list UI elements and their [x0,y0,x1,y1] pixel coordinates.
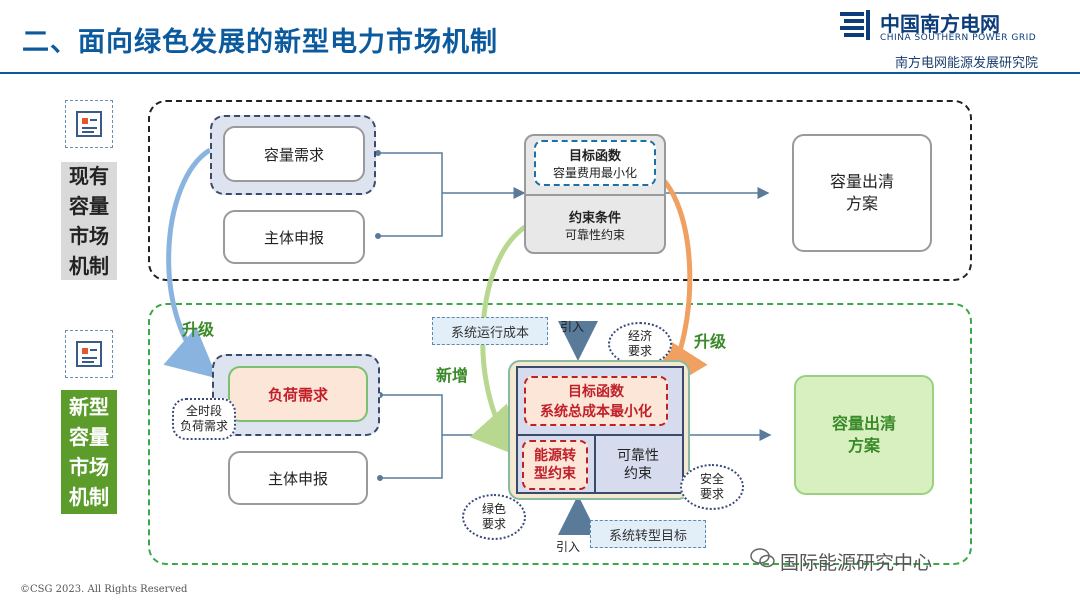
upgrade-label-left: 升级 [182,320,215,339]
new-mechanism-label: 新型 容量 市场 机制 [61,390,117,514]
added-label: 新增 [436,366,469,385]
new-objective-body: 系统总成本最小化 [540,404,652,420]
model-divider [524,194,666,196]
clearing-result-box: 容量出清 方案 [792,134,932,252]
logo-name-en: CHINA SOUTHERN POWER GRID [880,33,1037,43]
institute-name: 南方电网能源发展研究院 [895,56,1039,71]
objective-body: 容量费用最小化 [552,166,637,180]
clearing-result-text: 容量出清 方案 [829,172,894,213]
constraint-title: 约束条件 [568,211,621,226]
csg-logo-icon [840,10,870,40]
new-clearing-result-box: 容量出清 方案 [794,375,934,495]
entity-declaration-box-new: 主体申报 [228,451,368,505]
system-operation-cost-tag: 系统运行成本 [432,317,548,345]
entity-declaration-text-new: 主体申报 [267,469,328,488]
objective-title: 目标函数 [568,149,621,164]
load-demand-text: 负荷需求 [267,385,328,404]
new-model-divider [516,434,684,436]
existing-mechanism-frame [148,100,972,281]
page-title: 二、面向绿色发展的新型电力市场机制 [22,27,498,58]
safety-requirement-callout: 安全 要求 [680,464,744,510]
load-demand-box: 负荷需求 [228,366,368,422]
wechat-icon [750,548,775,568]
constraint-box: 约束条件 可靠性约束 [524,200,666,250]
energy-transition-constraint: 能源转 型约束 [522,440,588,490]
new-objective-title: 目标函数 [568,384,624,400]
logo-name-cn: 中国南方电网 [880,12,1000,36]
entity-declaration-box: 主体申报 [223,210,365,264]
new-objective-box: 目标函数 系统总成本最小化 [524,376,668,426]
capacity-demand-text: 容量需求 [263,145,324,164]
document-chart-icon [65,330,113,378]
new-clearing-result-text: 容量出清 方案 [831,414,896,455]
system-transition-target-tag: 系统转型目标 [590,520,706,548]
entity-declaration-text: 主体申报 [263,228,324,247]
reliability-constraint: 可靠性 约束 [617,448,659,482]
new-model-vdivider [594,434,596,494]
green-requirement-callout: 绿色 要求 [462,494,526,540]
full-period-demand-callout: 全时段 负荷需求 [172,398,236,440]
copyright-footer: ©CSG 2023. All Rights Reserved [20,584,188,595]
capacity-demand-box: 容量需求 [223,126,365,182]
introduce-label-bottom: 引入 [556,540,581,554]
document-chart-icon [65,100,113,148]
upgrade-label-right: 升级 [694,332,727,351]
introduce-label-top: 引入 [560,320,585,334]
new-mechanism-frame [148,303,972,565]
objective-function-box: 目标函数 容量费用最小化 [534,140,656,186]
header-divider [0,72,1080,74]
constraint-body: 可靠性约束 [564,228,625,242]
existing-mechanism-label: 现有 容量 市场 机制 [61,162,117,280]
watermark-text: 国际能源研究中心 [780,552,933,574]
